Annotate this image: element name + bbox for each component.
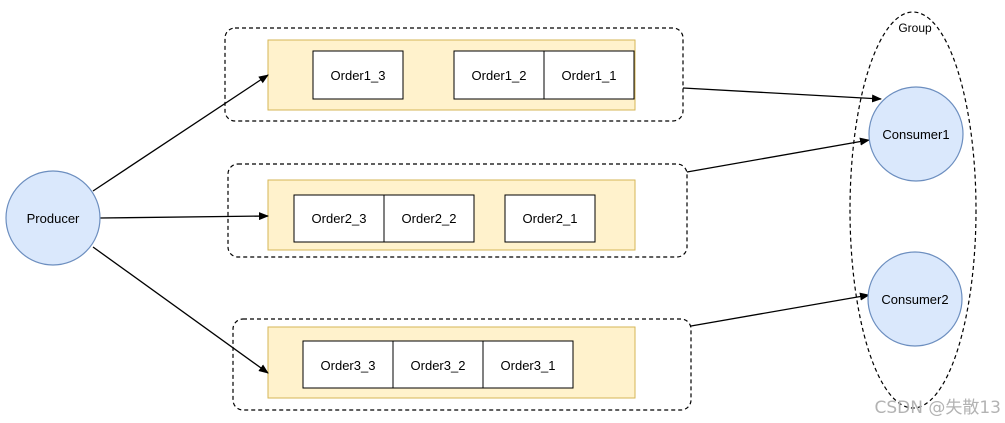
message-box: Order3_1 xyxy=(482,340,574,389)
queue-1-boundary xyxy=(224,27,684,122)
message-box: Order2_1 xyxy=(504,194,596,243)
group-label: Group xyxy=(898,21,932,35)
message-label: Order2_3 xyxy=(312,211,367,226)
consumer-2-label: Consumer2 xyxy=(881,292,948,307)
consumer-2-node: Consumer2 xyxy=(867,251,963,347)
arrow-producer-to-queue-3 xyxy=(92,246,269,374)
message-box: Order3_2 xyxy=(392,340,484,389)
producer-label: Producer xyxy=(27,211,80,226)
message-label: Order1_3 xyxy=(331,68,386,83)
queue-3: Order3_3 Order3_2 Order3_1 xyxy=(232,318,692,411)
message-label: Order1_2 xyxy=(472,68,527,83)
message-box: Order2_2 xyxy=(383,194,475,243)
queue-1: Order1_3 Order1_2 Order1_1 xyxy=(224,27,684,122)
message-label: Order2_1 xyxy=(523,211,578,226)
message-label: Order3_1 xyxy=(501,358,556,373)
consumer-1-label: Consumer1 xyxy=(882,127,949,142)
message-box: Order2_3 xyxy=(293,194,385,243)
watermark: CSDN @失散13 xyxy=(874,398,1001,418)
message-box: Order1_2 xyxy=(453,50,545,100)
message-label: Order1_1 xyxy=(562,68,617,83)
producer-node: Producer xyxy=(5,170,101,266)
consumer-group-boundary xyxy=(849,11,977,409)
arrow-producer-to-queue-1 xyxy=(92,74,269,192)
message-label: Order3_3 xyxy=(321,358,376,373)
message-box: Order1_1 xyxy=(543,50,635,100)
arrow-queue-3-to-consumer-2 xyxy=(690,292,870,327)
message-box: Order1_3 xyxy=(312,50,404,100)
arrow-queue-1-to-consumer-1 xyxy=(682,87,882,103)
message-label: Order3_2 xyxy=(411,358,466,373)
queue-3-boundary xyxy=(232,318,692,411)
arrow-queue-2-to-consumer-1 xyxy=(686,137,870,173)
arrow-producer-to-queue-2 xyxy=(99,212,269,221)
consumer-1-node: Consumer1 xyxy=(868,86,964,182)
message-label: Order2_2 xyxy=(402,211,457,226)
queue-2: Order2_3 Order2_2 Order2_1 xyxy=(227,163,688,258)
queue-2-boundary xyxy=(227,163,688,258)
message-box: Order3_3 xyxy=(302,340,394,389)
